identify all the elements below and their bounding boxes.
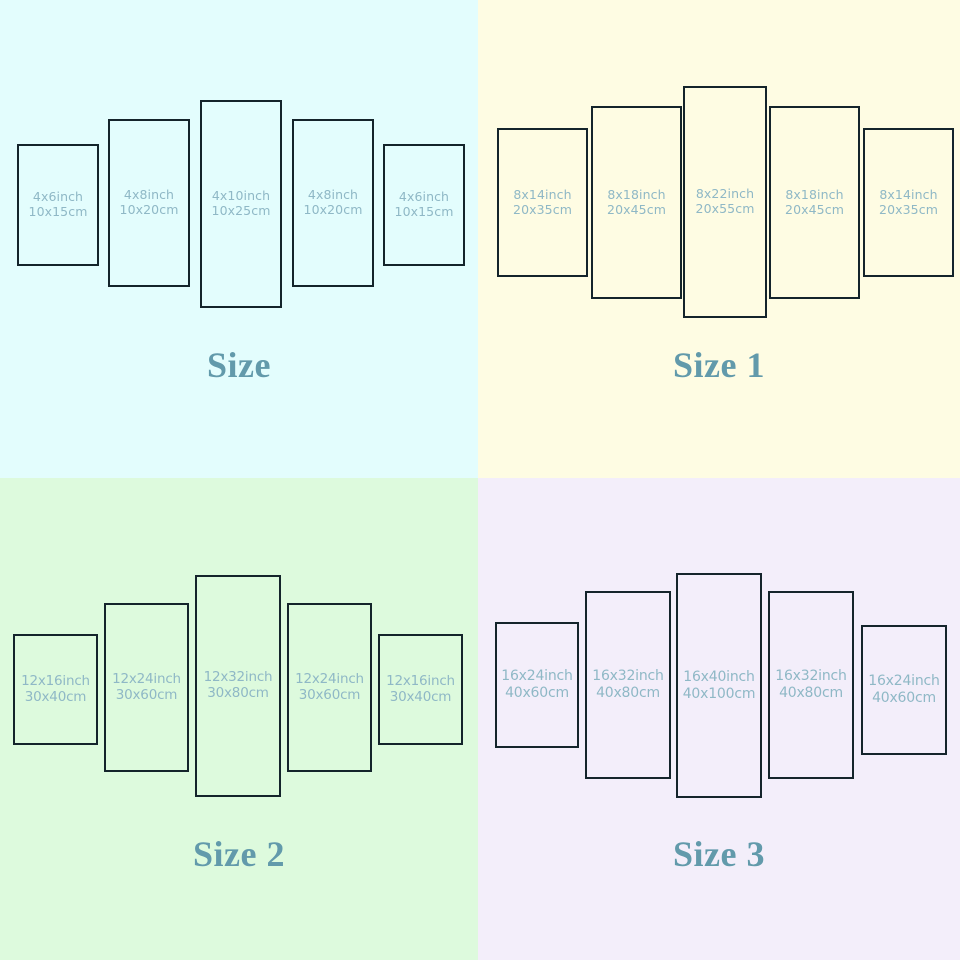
panel-frame-2 — [591, 106, 682, 299]
panel-frame-3 — [676, 573, 762, 798]
panel-frame-3 — [683, 86, 767, 318]
quadrant-title-size-3: Size 3 — [673, 834, 765, 874]
panel-frame-2 — [108, 119, 190, 287]
quadrant-title-size-2: Size 2 — [193, 834, 285, 874]
panel-frame-1 — [13, 634, 98, 745]
panel-frame-5 — [861, 625, 947, 755]
panel-frame-4 — [768, 591, 854, 779]
quadrant-size-1: 8x14inch 20x35cm 8x18inch 20x45cm 8x22in… — [478, 0, 960, 478]
panel-frame-5 — [383, 144, 465, 266]
panel-frame-4 — [769, 106, 860, 299]
quadrant-size: 4x6inch 10x15cm 4x8inch 10x20cm 4x10inch… — [0, 0, 478, 478]
quadrant-size-3: 16x24inch 40x60cm 16x32inch 40x80cm 16x4… — [478, 478, 960, 960]
quadrant-title-size-1: Size 1 — [673, 345, 765, 385]
panel-frame-3 — [195, 575, 281, 797]
panel-frame-4 — [292, 119, 374, 287]
panel-frame-2 — [585, 591, 671, 779]
quadrant-title-size: Size — [207, 345, 271, 385]
quadrant-size-2: 12x16inch 30x40cm 12x24inch 30x60cm 12x3… — [0, 478, 478, 960]
panel-frame-1 — [497, 128, 588, 277]
panel-frame-1 — [495, 622, 579, 748]
panel-frame-2 — [104, 603, 189, 772]
panel-frame-5 — [378, 634, 463, 745]
panel-frame-5 — [863, 128, 954, 277]
panel-frame-4 — [287, 603, 372, 772]
panel-frame-3 — [200, 100, 282, 308]
panel-frame-1 — [17, 144, 99, 266]
